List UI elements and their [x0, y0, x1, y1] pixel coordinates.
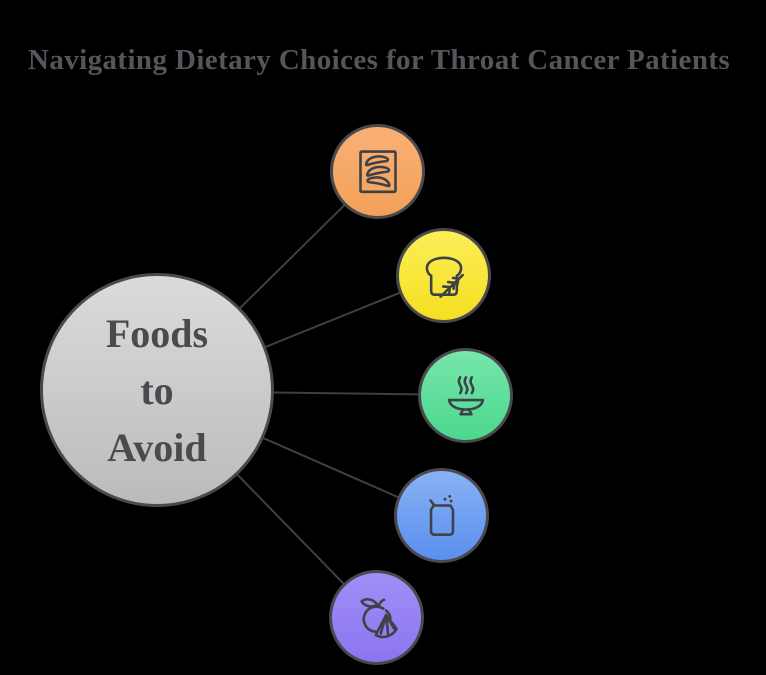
bread-wheat-icon: [425, 256, 464, 298]
node-chili-peppers: [330, 124, 425, 219]
node-citrus-fruit: [329, 570, 424, 665]
center-node-label-line: Foods: [105, 310, 209, 356]
center-node-label-line: Avoid: [107, 424, 207, 470]
center-node-label-line: to: [140, 367, 174, 413]
soda-can-icon: [428, 494, 454, 536]
steaming-dish-icon: [447, 375, 484, 415]
node-bread-wheat: [396, 228, 491, 323]
page-title: Navigating Dietary Choices for Throat Ca…: [28, 44, 731, 76]
chili-peppers-icon: [358, 149, 397, 193]
center-node-foods-to-avoid: Foods to Avoid: [40, 273, 274, 507]
node-soda-can: [394, 468, 489, 563]
citrus-fruit-icon: [359, 597, 398, 638]
node-steaming-dish: [418, 348, 513, 443]
